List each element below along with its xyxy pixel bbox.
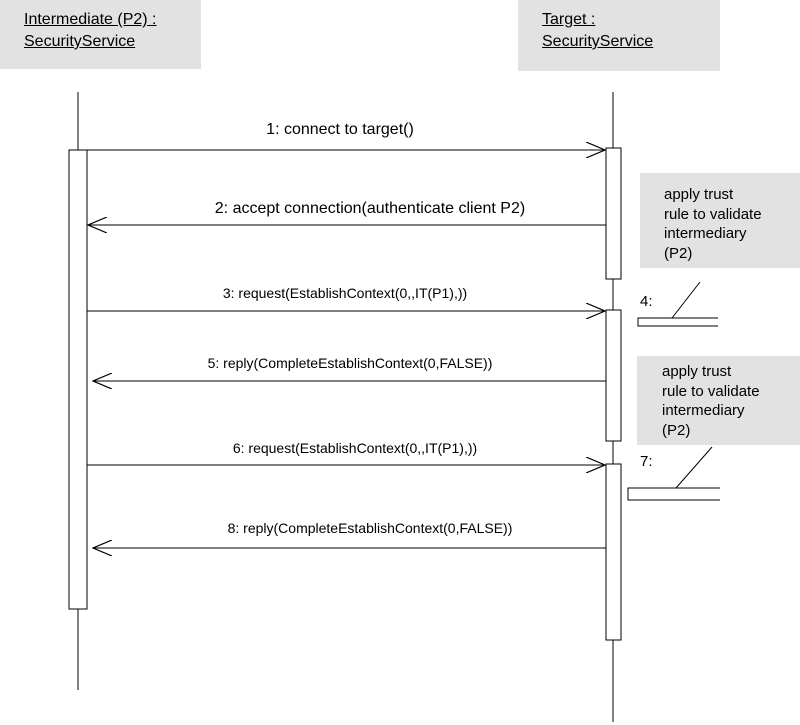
self-message-shape (637, 317, 718, 327)
message-label: 1: connect to target() (266, 121, 414, 138)
note-line: intermediary (662, 402, 745, 419)
note-line: intermediary (664, 225, 747, 242)
message-label: 3: request(EstablishContext(0,,IT(P1),)) (223, 285, 467, 301)
note-line: apply trust (664, 186, 734, 203)
intermediate-object-type: SecurityService (24, 33, 136, 50)
note-line: rule to validate (664, 205, 762, 223)
target-activation-bar (605, 309, 622, 442)
message-label: 5: reply(CompleteEstablishContext(0,FALS… (208, 355, 493, 371)
target-activation-bar (605, 463, 622, 641)
target-object-type: SecurityService (542, 33, 654, 50)
intermediate-object-box: Intermediate (P2) : SecurityService (0, 0, 201, 69)
intermediate-object-name: Intermediate (P2) : (24, 11, 157, 28)
note-line: (P2) (664, 244, 693, 262)
message-label: 4: (640, 293, 653, 310)
note-line: apply trust (662, 363, 732, 380)
message-label: 8: reply(CompleteEstablishContext(0,FALS… (228, 520, 513, 536)
message-label: 2: accept connection(authenticate client… (215, 200, 525, 217)
target-object-box: Target : SecurityService (518, 0, 720, 71)
target-activation-bar (605, 147, 622, 280)
note-connector (675, 446, 713, 489)
note-connector (671, 281, 701, 319)
intermediate-activation-bar (68, 149, 88, 610)
note-line: (P2) (662, 421, 691, 439)
note-validate-intermediary-1: apply trust rule to validate intermediar… (640, 173, 800, 268)
self-message-shape (627, 487, 720, 501)
target-object-name: Target : (542, 11, 596, 28)
note-line: rule to validate (662, 382, 760, 400)
note-validate-intermediary-2: apply trust rule to validate intermediar… (637, 356, 800, 445)
message-label: 6: request(EstablishContext(0,,IT(P1),)) (233, 440, 477, 456)
message-label: 7: (640, 453, 653, 470)
